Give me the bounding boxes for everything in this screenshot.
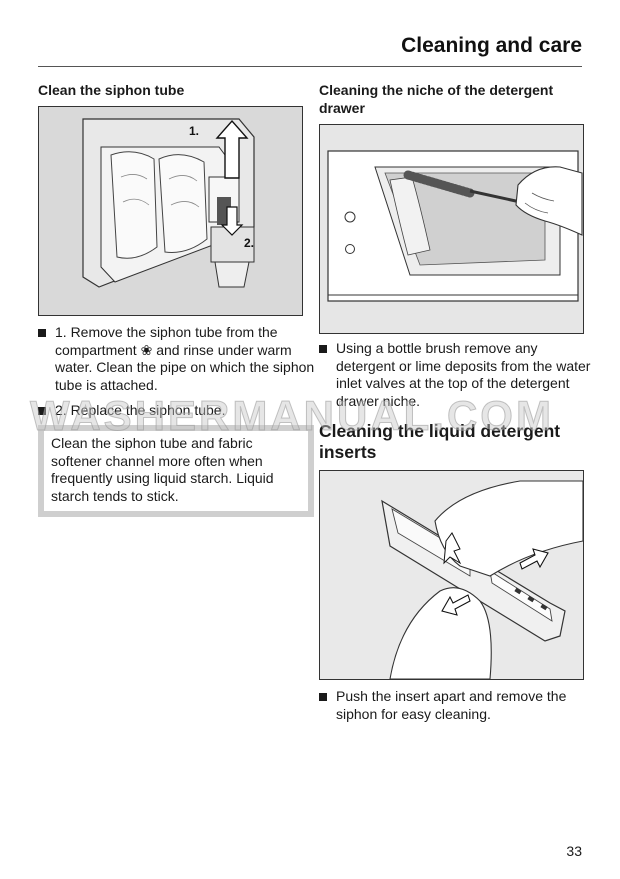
liquid-insert-illustration — [319, 470, 584, 680]
siphon-tube-drawing: 1. 2. — [82, 118, 255, 288]
niche-bullet: Using a bottle brush remove any detergen… — [319, 340, 599, 410]
starch-note-box: Clean the siphon tube and fabric softene… — [38, 425, 314, 517]
siphon-heading: Clean the siphon tube — [38, 82, 185, 98]
starch-note-text: Clean the siphon tube and fabric softene… — [51, 435, 274, 504]
siphon-bullet-1-text: 1. Remove the siphon tube from the compa… — [55, 324, 315, 393]
bullet-square-icon — [319, 693, 327, 701]
title-divider — [38, 66, 582, 67]
bullet-square-icon — [38, 407, 46, 415]
siphon-bullet-1: 1. Remove the siphon tube from the compa… — [38, 324, 318, 394]
insert-bullet-text: Push the insert apart and remove the sip… — [336, 688, 567, 722]
niche-brush-drawing — [327, 150, 583, 302]
siphon-bullet-2: 2. Replace the siphon tube. — [38, 402, 318, 420]
liquid-insert-heading: Cleaning the liquid detergent inserts — [319, 421, 561, 462]
page-number: 33 — [566, 843, 582, 859]
siphon-tube-illustration: 1. 2. — [38, 106, 303, 316]
insert-bullet: Push the insert apart and remove the sip… — [319, 688, 599, 723]
page-title: Cleaning and care — [401, 34, 582, 57]
niche-brush-illustration — [319, 124, 584, 334]
bullet-square-icon — [319, 345, 327, 353]
step2-label: 2. — [244, 236, 254, 250]
niche-heading: Cleaning the niche of the detergent draw… — [319, 82, 554, 116]
bullet-square-icon — [38, 329, 46, 337]
siphon-bullet-2-text: 2. Replace the siphon tube. — [55, 402, 226, 418]
niche-bullet-text: Using a bottle brush remove any detergen… — [336, 340, 591, 409]
liquid-insert-drawing — [381, 480, 583, 679]
step1-label: 1. — [189, 124, 199, 138]
